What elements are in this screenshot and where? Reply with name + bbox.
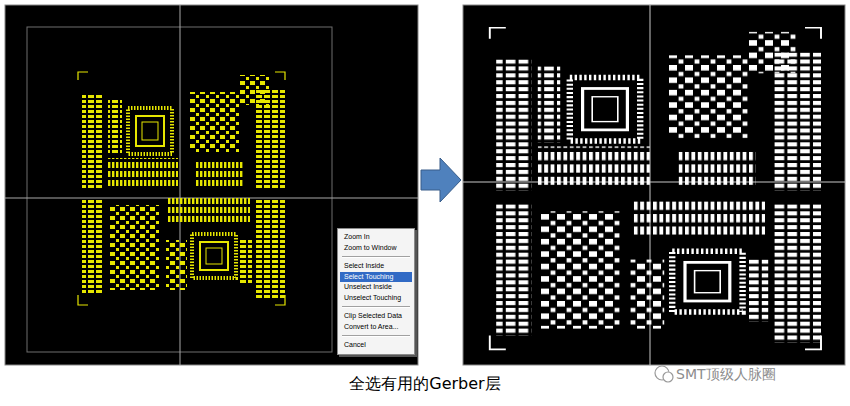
- menu-item: Zoom In: [340, 232, 412, 243]
- menu-separator: [342, 335, 410, 337]
- pcb-graphic: [180, 5, 181, 365]
- menu-item: Zoom to Window: [340, 243, 412, 254]
- menu-item: Convert to Area...: [340, 322, 412, 333]
- pcb-graphic: [78, 72, 285, 305]
- menu-separator: [342, 256, 410, 258]
- menu-item: Select Touching: [340, 272, 412, 283]
- menu-item: Clip Selected Data: [340, 311, 412, 322]
- pcb-graphic: [490, 28, 821, 350]
- pcb-graphic: [5, 5, 418, 365]
- menu-item: Unselect Touching: [340, 293, 412, 304]
- context-menu: Zoom InZoom to WindowSelect InsideSelect…: [337, 228, 415, 355]
- menu-separator: [342, 306, 410, 308]
- pcb-graphic: [463, 5, 845, 365]
- right-screenshot: [463, 5, 845, 365]
- block-arrow: [421, 158, 461, 202]
- pcb-graphic: [421, 158, 461, 202]
- watermark-icon: [655, 366, 673, 382]
- left-screenshot: [5, 5, 418, 365]
- menu-item: Cancel: [340, 340, 412, 351]
- pcb-graphic: [663, 372, 673, 382]
- menu-item: Unselect Inside: [340, 282, 412, 293]
- watermark: SMT顶级人脉圈: [676, 366, 776, 384]
- menu-item: Select Inside: [340, 261, 412, 272]
